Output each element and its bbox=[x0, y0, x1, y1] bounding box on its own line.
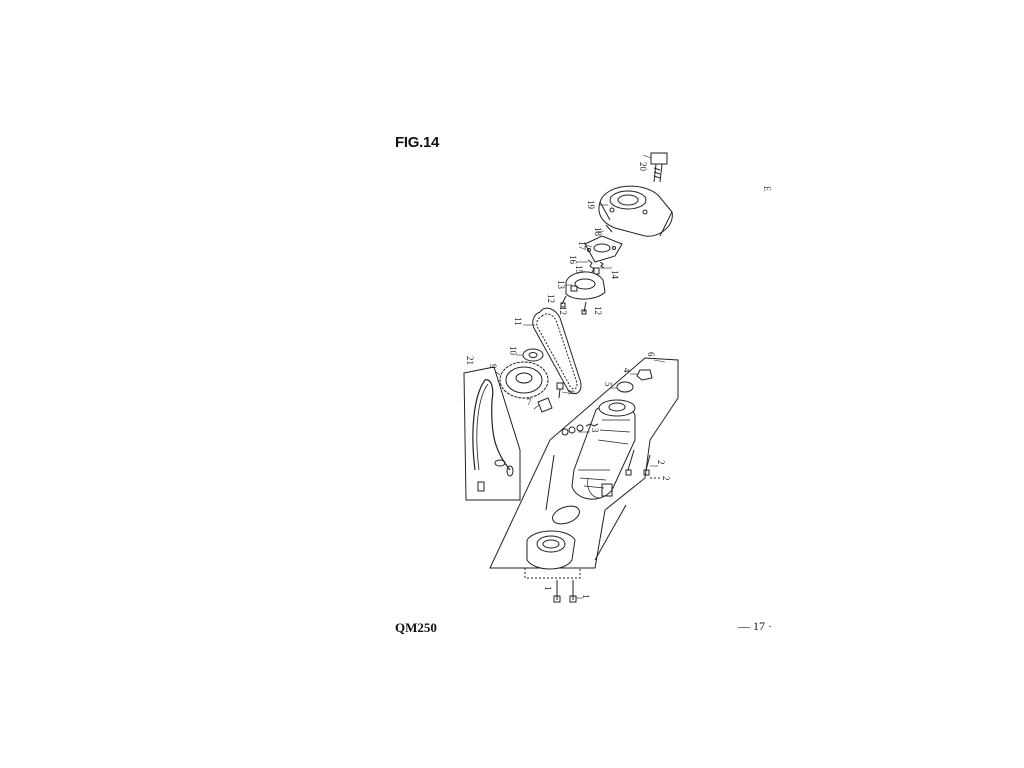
callout-18: 18 bbox=[593, 227, 603, 237]
part-11-chain bbox=[532, 307, 582, 395]
page-number: — 17 · bbox=[738, 619, 772, 633]
callout-12: 12 bbox=[546, 294, 556, 303]
callout-10: 10 bbox=[508, 346, 518, 356]
callout-17: 17 bbox=[577, 241, 587, 251]
part-2-through-bolts bbox=[545, 449, 660, 561]
callout-9: 9 bbox=[488, 364, 498, 369]
part-13-brush-holder bbox=[565, 271, 606, 300]
callout-1: 1 bbox=[543, 586, 553, 591]
callout-7: 7 bbox=[527, 397, 532, 407]
part-8-bolt bbox=[556, 382, 564, 399]
part-3-washers bbox=[561, 423, 599, 436]
callout-2b: 2 bbox=[661, 476, 671, 481]
part-7-clip bbox=[537, 397, 553, 413]
callout-15: 15 bbox=[574, 265, 584, 275]
part-1-bottom-bolts bbox=[524, 568, 581, 603]
part-19-end-cover bbox=[598, 185, 673, 237]
part-21-cable-box bbox=[463, 366, 521, 501]
callout-3: 3 bbox=[590, 428, 600, 433]
callout-20: 20 bbox=[638, 162, 648, 172]
part-20-bolt bbox=[650, 152, 668, 183]
callout-14: 14 bbox=[610, 270, 620, 280]
callout-labels: 20 19 18 17 16 15 14 13 12 12 12 11 10 9… bbox=[465, 162, 671, 599]
margin-mark: E bbox=[762, 186, 772, 192]
callout-leaders bbox=[495, 154, 666, 599]
part-17-gasket-plate bbox=[584, 224, 623, 263]
callout-2: 2 bbox=[656, 460, 666, 465]
part-9-large-sprocket bbox=[499, 361, 549, 399]
figure-title: FIG.14 bbox=[395, 134, 440, 151]
callout-8: 8 bbox=[566, 390, 576, 395]
starter-motor-body bbox=[571, 399, 636, 500]
callout-11: 11 bbox=[513, 317, 523, 326]
callout-1b: 1 bbox=[581, 594, 591, 599]
callout-16: 16 bbox=[568, 255, 578, 265]
part-4-nut bbox=[636, 369, 653, 381]
callout-4: 4 bbox=[622, 368, 632, 373]
part-12-screws bbox=[560, 295, 587, 315]
large-o-ring bbox=[552, 505, 580, 525]
callout-5: 5 bbox=[603, 382, 613, 387]
part-5-o-ring bbox=[616, 381, 634, 393]
part-10-small-sprocket bbox=[522, 348, 544, 362]
callout-21: 21 bbox=[465, 356, 475, 365]
callout-13: 13 bbox=[556, 280, 566, 290]
model-label: QM250 bbox=[395, 620, 437, 635]
part-6-starter-motor-box bbox=[489, 357, 679, 569]
callout-19: 19 bbox=[586, 200, 596, 210]
part-1-mount-flange bbox=[526, 530, 576, 570]
callout-6: 6 bbox=[646, 352, 656, 357]
callout-12c: 12 bbox=[593, 306, 603, 315]
callout-12b: 12 bbox=[558, 306, 568, 315]
